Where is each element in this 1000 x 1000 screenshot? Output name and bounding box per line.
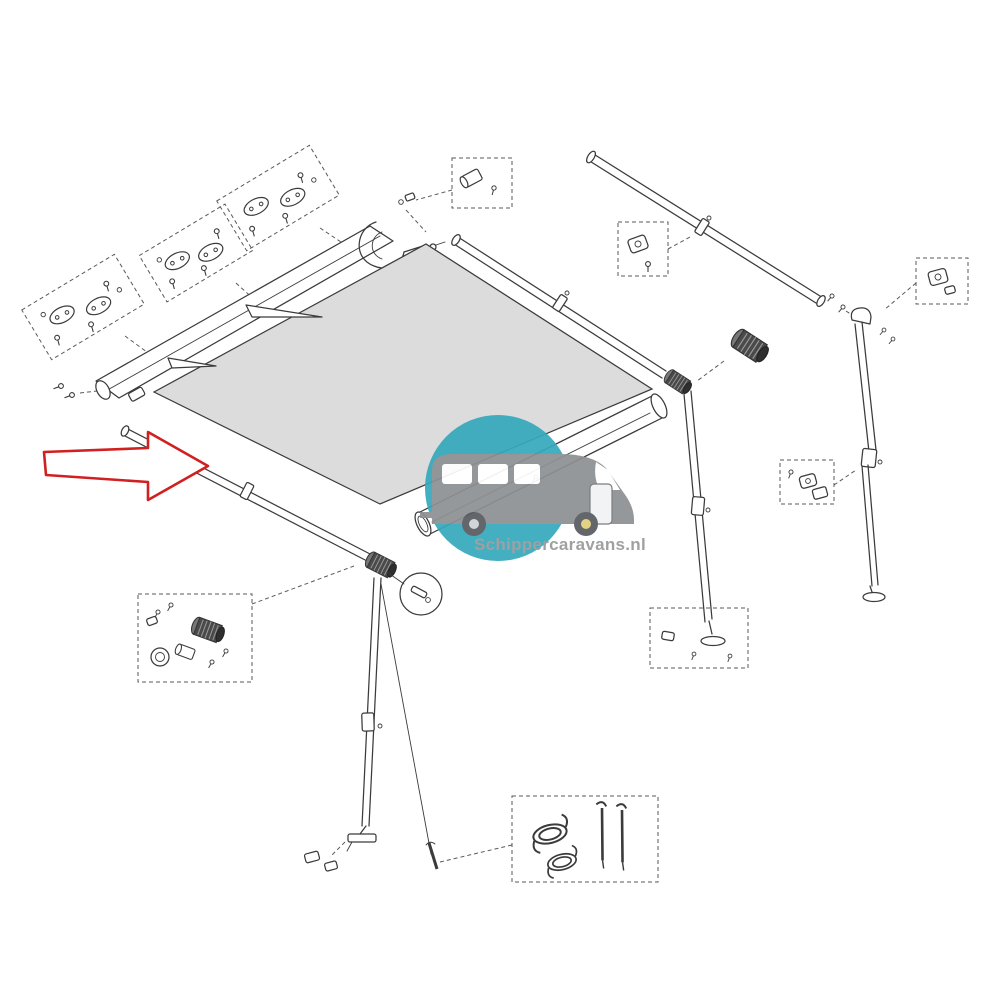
rafter-arm	[451, 234, 667, 379]
tie-down-kit	[439, 795, 659, 883]
hardware-callout-box	[511, 795, 659, 883]
mounting-bracket-kit-3	[216, 144, 340, 252]
support-leg-front-right	[649, 390, 749, 669]
leg-foot	[700, 635, 726, 647]
watermark: Schippercaravans.nl	[420, 415, 646, 561]
end-cap-callout	[398, 157, 513, 233]
caravan-logo	[420, 454, 634, 536]
gear-knob-exploded	[727, 326, 773, 366]
support-leg-right	[850, 307, 897, 603]
hardware-callout-box	[137, 593, 253, 683]
ground-peg	[588, 800, 612, 870]
callout-arrow	[42, 430, 210, 502]
fabric-flap	[245, 304, 323, 318]
watermark-text: Schippercaravans.nl	[474, 535, 646, 554]
fabric-flap	[167, 357, 217, 369]
knob-parts-callout	[137, 565, 355, 683]
mounting-bracket-kit-2	[138, 203, 254, 303]
tension-pole-top	[585, 150, 859, 320]
hardware-callout-box	[649, 607, 749, 669]
support-leg-center	[346, 577, 383, 852]
guy-rope-and-peg	[380, 583, 439, 870]
pin-detail-circle	[386, 571, 443, 616]
leg-bracket-callout	[779, 459, 857, 505]
ground-peg	[608, 802, 632, 872]
leg-foot	[347, 833, 377, 843]
foot-brackets	[303, 841, 346, 872]
leg-top-hook	[850, 307, 872, 325]
mounting-bracket-kit-1	[21, 253, 145, 361]
leg-foot	[862, 591, 886, 603]
wall-bracket-callout	[883, 257, 969, 311]
storm-strap-coil	[542, 843, 583, 880]
gear-knob	[661, 367, 695, 397]
case-end-screws	[52, 382, 98, 401]
hardware-callout-box	[451, 157, 513, 209]
storm-strap-coil	[526, 812, 575, 856]
leader-line	[696, 360, 725, 382]
